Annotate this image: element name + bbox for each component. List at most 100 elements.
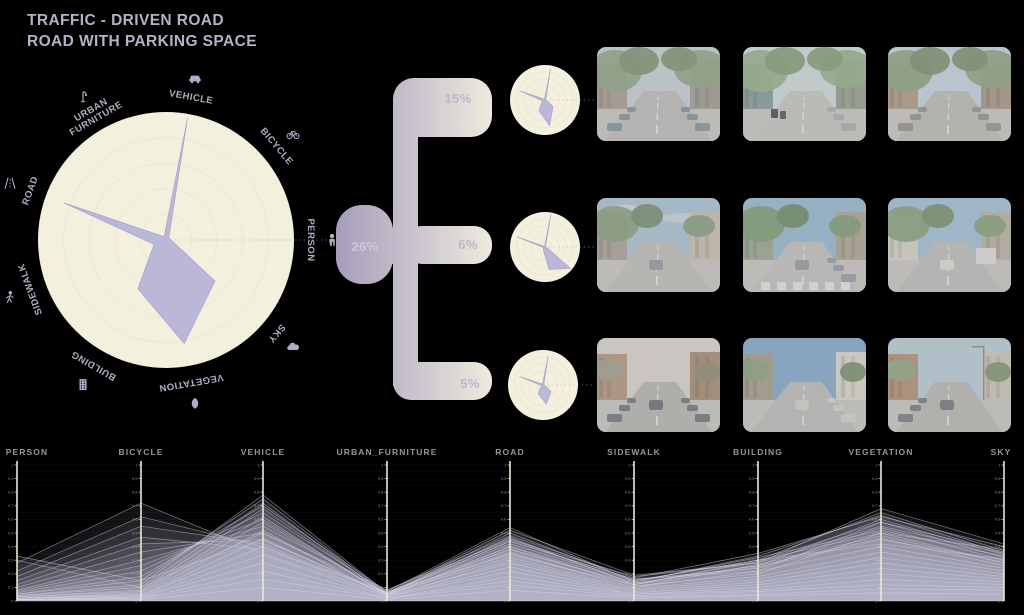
sky-icon (286, 340, 300, 354)
svg-text:0.3: 0.3 (995, 559, 1000, 563)
pc-axis-label-sky: SKY (990, 447, 1012, 457)
svg-text:1: 1 (257, 463, 259, 467)
svg-text:0.8: 0.8 (749, 491, 754, 495)
svg-text:0: 0 (875, 599, 877, 603)
pc-axis-label-bicycle: BICYCLE (118, 447, 164, 457)
pc-axis-label-road: ROAD (495, 447, 525, 457)
title-line-1: TRAFFIC - DRIVEN ROAD (27, 12, 224, 29)
svg-text:0.4: 0.4 (254, 545, 259, 549)
svg-text:1: 1 (504, 463, 506, 467)
svg-text:0.6: 0.6 (995, 518, 1000, 522)
svg-text:0.3: 0.3 (625, 559, 630, 563)
svg-text:0.6: 0.6 (254, 518, 259, 522)
svg-text:0.8: 0.8 (995, 491, 1000, 495)
svg-text:0.6: 0.6 (625, 518, 630, 522)
svg-text:0.1: 0.1 (872, 586, 877, 590)
svg-text:0.7: 0.7 (995, 504, 1000, 508)
svg-text:1: 1 (628, 463, 630, 467)
pc-axis-label-vehicle: VEHICLE (240, 447, 286, 457)
svg-text:0.5: 0.5 (254, 531, 259, 535)
svg-text:0.7: 0.7 (501, 504, 506, 508)
svg-text:0.3: 0.3 (378, 559, 383, 563)
svg-text:0.5: 0.5 (501, 531, 506, 535)
svg-text:0.2: 0.2 (501, 572, 506, 576)
svg-text:0.7: 0.7 (625, 504, 630, 508)
svg-text:0.1: 0.1 (749, 586, 754, 590)
radar-chart-mini-15pct (510, 65, 595, 135)
tree-branch-2-percent: 6% (458, 237, 478, 252)
svg-text:0: 0 (135, 599, 137, 603)
svg-text:1: 1 (381, 463, 383, 467)
svg-text:0.6: 0.6 (132, 518, 137, 522)
person-icon (325, 233, 339, 247)
svg-text:0.7: 0.7 (872, 504, 877, 508)
svg-text:0.8: 0.8 (8, 491, 13, 495)
svg-text:0.2: 0.2 (254, 572, 259, 576)
svg-text:0.4: 0.4 (8, 545, 13, 549)
svg-text:0.8: 0.8 (254, 491, 259, 495)
pc-axis-label-urban-furniture: URBAN_FURNITURE (336, 447, 438, 457)
urban-furniture-icon (76, 89, 90, 103)
svg-text:0.6: 0.6 (872, 518, 877, 522)
svg-text:0.1: 0.1 (378, 586, 383, 590)
svg-text:0.6: 0.6 (8, 518, 13, 522)
building-icon (76, 377, 90, 391)
svg-text:0.3: 0.3 (8, 559, 13, 563)
svg-text:0.4: 0.4 (995, 545, 1000, 549)
svg-text:0.8: 0.8 (625, 491, 630, 495)
svg-text:0.1: 0.1 (995, 586, 1000, 590)
svg-text:0.3: 0.3 (501, 559, 506, 563)
svg-text:0.3: 0.3 (132, 559, 137, 563)
svg-text:0.7: 0.7 (378, 504, 383, 508)
tree-root-stem (352, 228, 412, 264)
radar-chart-main (38, 112, 341, 368)
svg-text:0.8: 0.8 (132, 491, 137, 495)
bicycle-icon (286, 126, 300, 140)
svg-text:0.9: 0.9 (8, 477, 13, 481)
svg-text:0: 0 (381, 599, 383, 603)
pc-axis-label-building: BUILDING (733, 447, 783, 457)
svg-text:0.5: 0.5 (625, 531, 630, 535)
svg-text:0.9: 0.9 (872, 477, 877, 481)
svg-text:0.1: 0.1 (501, 586, 506, 590)
svg-text:0.3: 0.3 (254, 559, 259, 563)
svg-text:0.1: 0.1 (8, 586, 13, 590)
pc-axis-label-sidewalk: SIDEWALK (607, 447, 661, 457)
svg-text:0.4: 0.4 (749, 545, 754, 549)
svg-text:0.6: 0.6 (501, 518, 506, 522)
svg-text:0.9: 0.9 (132, 477, 137, 481)
svg-text:0.5: 0.5 (872, 531, 877, 535)
street-photo-8 (743, 338, 866, 432)
sidewalk-icon (3, 290, 17, 304)
svg-text:0.4: 0.4 (501, 545, 506, 549)
radar-chart-mini-5pct (508, 350, 593, 420)
svg-text:0.9: 0.9 (501, 477, 506, 481)
svg-text:0.3: 0.3 (872, 559, 877, 563)
svg-text:0.9: 0.9 (378, 477, 383, 481)
svg-text:0.7: 0.7 (8, 504, 13, 508)
svg-text:1: 1 (875, 463, 877, 467)
svg-text:0.2: 0.2 (8, 572, 13, 576)
svg-text:0.2: 0.2 (132, 572, 137, 576)
street-photo-6 (888, 198, 1011, 292)
svg-text:0.4: 0.4 (872, 545, 877, 549)
svg-text:0.2: 0.2 (749, 572, 754, 576)
pc-axis-label-person: PERSON (5, 447, 49, 457)
tree-branch-2 (404, 226, 492, 264)
svg-text:0.4: 0.4 (625, 545, 630, 549)
street-photo-3 (888, 47, 1011, 141)
svg-text:0: 0 (257, 599, 259, 603)
svg-text:0.6: 0.6 (749, 518, 754, 522)
hierarchy-tree (336, 78, 492, 400)
svg-text:0: 0 (998, 599, 1000, 603)
tree-branch-1-percent: 15% (444, 91, 472, 106)
svg-text:0.2: 0.2 (872, 572, 877, 576)
svg-text:0.5: 0.5 (749, 531, 754, 535)
svg-text:0.7: 0.7 (749, 504, 754, 508)
road-icon (3, 176, 17, 190)
svg-text:0: 0 (504, 599, 506, 603)
svg-text:0.2: 0.2 (625, 572, 630, 576)
svg-text:1: 1 (135, 463, 137, 467)
